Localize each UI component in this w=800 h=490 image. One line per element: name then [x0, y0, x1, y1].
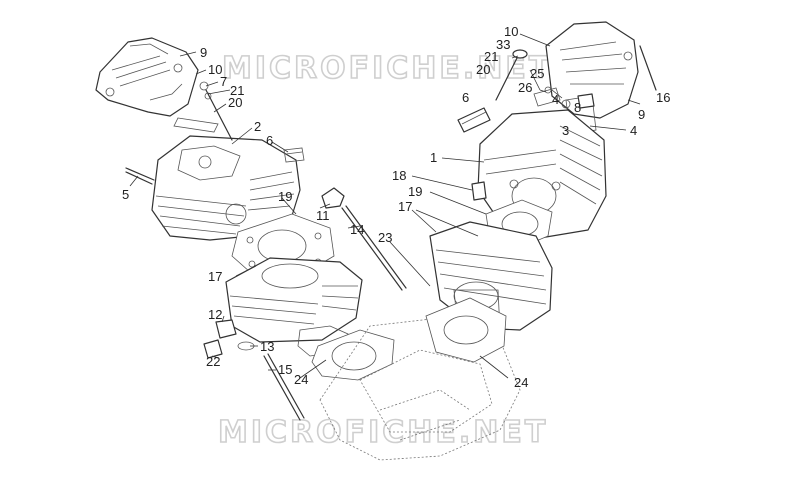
- label-22: 22: [206, 354, 220, 369]
- bushing-12: [215, 319, 237, 339]
- rocker-parts-25: [533, 87, 561, 107]
- label-18: 18: [392, 168, 406, 183]
- label-21-right: 21: [484, 49, 498, 64]
- washer-7: [199, 81, 209, 91]
- spring-26: [544, 86, 552, 94]
- label-26: 26: [518, 80, 532, 95]
- label-2: 2: [254, 119, 261, 134]
- leader-lines: [129, 33, 641, 379]
- label-23: 23: [378, 230, 392, 245]
- label-10-right: 10: [504, 24, 518, 39]
- label-10-left: 10: [208, 62, 222, 77]
- label-33: 33: [496, 37, 510, 52]
- dowel-pin-5: [125, 167, 155, 181]
- label-19-left: 19: [278, 189, 292, 204]
- stud-15: [263, 355, 301, 421]
- washer-33: [512, 49, 528, 59]
- bolt-20-right: [495, 55, 519, 101]
- left-valve-parts-6: [283, 147, 305, 163]
- screw-16: [639, 45, 657, 91]
- label-7: 7: [220, 74, 227, 89]
- crankcase-outline: [319, 317, 521, 461]
- watermark-top: MICROFICHE.NET: [222, 51, 552, 86]
- label-20-left: 20: [228, 95, 242, 110]
- label-24-right: 24: [514, 375, 528, 390]
- spacer-8: [577, 93, 595, 109]
- label-14: 14: [350, 222, 364, 237]
- dowel-18: [471, 181, 487, 201]
- left-head-cover: [95, 37, 199, 117]
- label-11: 11: [316, 208, 330, 223]
- label-19-right: 19: [408, 184, 422, 199]
- label-13: 13: [260, 339, 274, 354]
- right-head-cover: [545, 21, 639, 119]
- watermark-bottom: MICROFICHE.NET: [218, 415, 548, 450]
- label-3: 3: [562, 123, 569, 138]
- label-17-left: 17: [208, 269, 222, 284]
- right-valve-parts-6: [457, 107, 491, 133]
- label-6-right: 6: [462, 90, 469, 105]
- label-21-left: 21: [230, 83, 244, 98]
- label-24-left: 24: [294, 372, 308, 387]
- label-4-right: 4: [630, 123, 637, 138]
- label-16: 16: [656, 90, 670, 105]
- label-4-upper: 4: [552, 92, 559, 107]
- washer-21-left: [204, 92, 212, 100]
- nut-11: [321, 187, 345, 209]
- right-base-gasket: [425, 297, 507, 363]
- label-12: 12: [208, 307, 222, 322]
- label-6-left: 6: [266, 133, 273, 148]
- label-17-right: 17: [398, 199, 412, 214]
- label-25: 25: [530, 66, 544, 81]
- label-1: 1: [430, 150, 437, 165]
- left-cylinder-head: [151, 135, 301, 241]
- label-20-right: 20: [476, 62, 490, 77]
- label-9-left: 9: [200, 45, 207, 60]
- stud-14: [341, 207, 403, 291]
- left-cylinder: [225, 257, 363, 357]
- left-base-gasket: [311, 329, 395, 381]
- label-8: 8: [574, 100, 581, 115]
- left-cover-gasket: [173, 117, 219, 133]
- label-15: 15: [278, 362, 292, 377]
- label-5: 5: [122, 187, 129, 202]
- label-9-right: 9: [638, 107, 645, 122]
- plug-22: [203, 339, 223, 359]
